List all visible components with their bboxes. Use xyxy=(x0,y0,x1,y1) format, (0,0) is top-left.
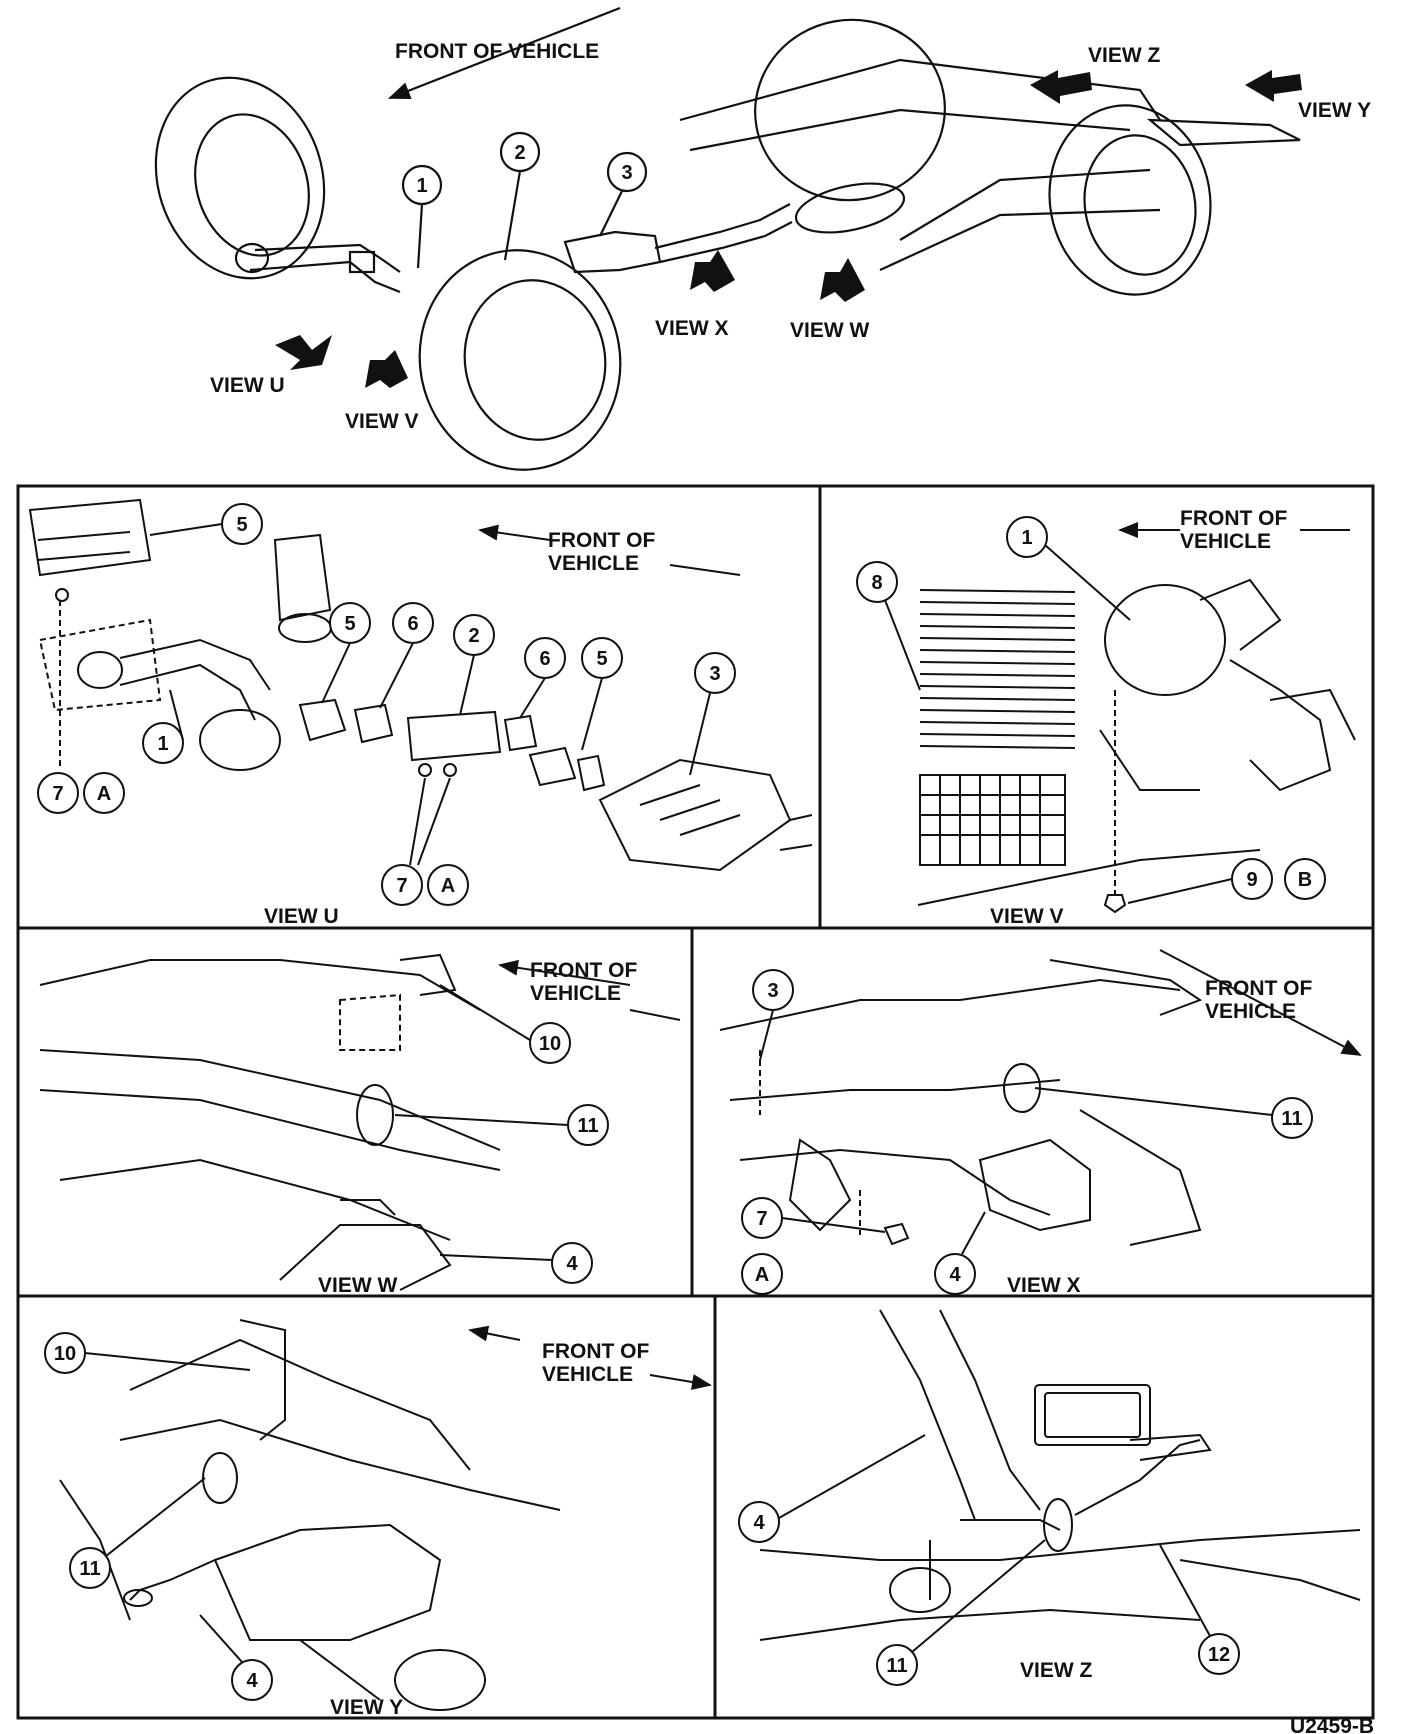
view-v-callout-8: 8 xyxy=(871,572,882,594)
view-v-callout-9: 9 xyxy=(1246,869,1257,891)
view-y-panel: 10 11 4 FRONT OF VEHICLE VIEW Y xyxy=(44,1319,712,1719)
view-y-arrow xyxy=(1245,70,1302,102)
view-w-arrow xyxy=(820,258,865,302)
view-x-panel: 3 11 7 A 4 FRONT OF VEHICLE VIEW X xyxy=(719,949,1362,1297)
overview-view-x: VIEW X xyxy=(655,317,729,340)
view-w-callout-10: 10 xyxy=(539,1033,561,1055)
view-u-callout-7b: 7 xyxy=(396,875,407,897)
view-v-callout-b: B xyxy=(1298,869,1312,891)
view-u-callout-2: 2 xyxy=(468,625,479,647)
view-w-front-2: VEHICLE xyxy=(530,982,621,1005)
view-z-callout-12: 12 xyxy=(1208,1644,1230,1666)
overview-callout-1: 1 xyxy=(416,175,427,197)
view-u-callout-6a: 6 xyxy=(407,613,418,635)
view-v-callout-1: 1 xyxy=(1021,527,1032,549)
view-v-front-2: VEHICLE xyxy=(1180,530,1271,553)
view-z-arrow xyxy=(1030,70,1092,104)
view-x-callout-4: 4 xyxy=(949,1264,961,1286)
view-x-front-1: FRONT OF xyxy=(1205,977,1312,1000)
view-z-callout-11: 11 xyxy=(886,1655,907,1677)
view-z-panel: 4 11 12 VIEW Z xyxy=(738,1309,1361,1686)
overview-view-z: VIEW Z xyxy=(1088,44,1161,67)
view-u-panel: 5 5 6 2 6 5 3 1 7 A 7 A FRONT OF VEHICLE… xyxy=(28,498,813,928)
panel-frames xyxy=(16,484,1375,1720)
view-x-callout-a: A xyxy=(755,1264,769,1286)
view-v-front-1: FRONT OF xyxy=(1180,507,1287,530)
view-v-title: VIEW V xyxy=(990,905,1064,928)
overview-view-w: VIEW W xyxy=(790,319,870,342)
view-u-callout-5c: 5 xyxy=(596,648,607,670)
overview-illustration xyxy=(154,6,1301,471)
overview-callout-3: 3 xyxy=(621,162,632,184)
view-u-arrow xyxy=(275,335,332,370)
view-u-callout-a1: A xyxy=(97,783,111,805)
view-y-title: VIEW Y xyxy=(330,1696,403,1719)
view-z-callout-4: 4 xyxy=(753,1512,765,1534)
view-u-callout-7a: 7 xyxy=(52,783,63,805)
view-y-front-1: FRONT OF xyxy=(542,1340,649,1363)
view-x-title: VIEW X xyxy=(1007,1274,1081,1297)
view-x-callout-11: 11 xyxy=(1281,1108,1302,1130)
view-x-arrow xyxy=(690,250,735,292)
view-u-front-1: FRONT OF xyxy=(548,529,655,552)
view-y-callout-10: 10 xyxy=(54,1343,76,1365)
view-w-front-1: FRONT OF xyxy=(530,959,637,982)
view-w-callout-11: 11 xyxy=(577,1115,598,1137)
view-u-callout-5a: 5 xyxy=(236,514,247,536)
overview-labels: FRONT OF VEHICLE VIEW U VIEW V VIEW X VI… xyxy=(210,40,1371,433)
view-u-callout-3: 3 xyxy=(709,663,720,685)
view-w-callout-4: 4 xyxy=(566,1253,578,1275)
view-u-callout-1: 1 xyxy=(157,733,168,755)
view-x-callout-7: 7 xyxy=(756,1208,767,1230)
overview-callouts xyxy=(401,131,648,269)
view-w-title: VIEW W xyxy=(318,1274,398,1297)
overview-front-label: FRONT OF VEHICLE xyxy=(395,40,599,63)
overview-view-v: VIEW V xyxy=(345,410,419,433)
view-arrows xyxy=(275,70,1302,388)
view-v-panel: 1 8 9 B FRONT OF VEHICLE VIEW V xyxy=(856,507,1356,928)
view-u-title: VIEW U xyxy=(264,905,339,928)
view-z-title: VIEW Z xyxy=(1020,1659,1093,1682)
view-u-callout-a2: A xyxy=(441,875,455,897)
overview-view-u: VIEW U xyxy=(210,374,285,397)
view-y-callout-4: 4 xyxy=(246,1670,258,1692)
view-u-callout-6b: 6 xyxy=(539,648,550,670)
view-x-front-2: VEHICLE xyxy=(1205,1000,1296,1023)
overview-callout-2: 2 xyxy=(514,142,525,164)
view-y-callout-11: 11 xyxy=(79,1558,100,1580)
view-w-panel: 10 11 4 FRONT OF VEHICLE VIEW W xyxy=(39,953,681,1297)
view-v-grille xyxy=(919,589,1076,749)
view-u-front-2: VEHICLE xyxy=(548,552,639,575)
figure-id: U2459-B xyxy=(1290,1715,1374,1734)
view-u-callout-5b: 5 xyxy=(344,613,355,635)
view-y-front-2: VEHICLE xyxy=(542,1363,633,1386)
view-v-arrow xyxy=(365,350,408,388)
view-x-callout-3: 3 xyxy=(767,980,778,1002)
overview-view-y: VIEW Y xyxy=(1298,99,1371,122)
